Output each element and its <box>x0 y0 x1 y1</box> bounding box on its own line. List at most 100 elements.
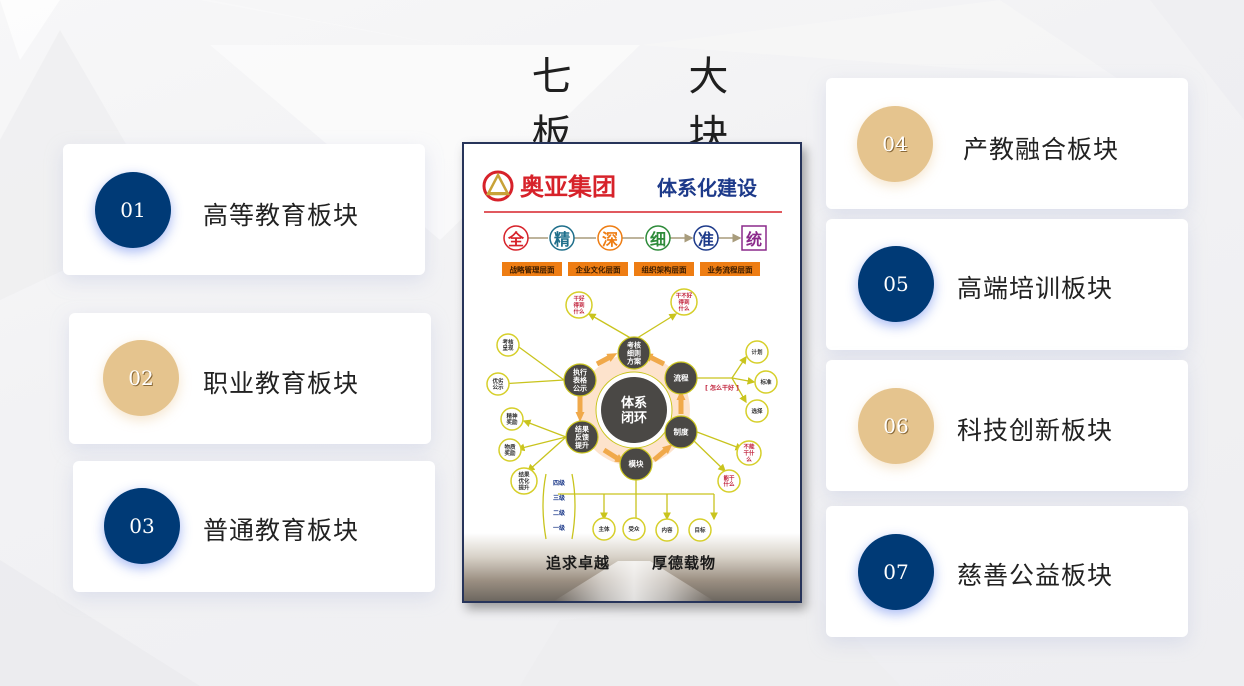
outer-node <box>622 517 646 541</box>
outer-node <box>500 407 524 431</box>
node-label: 表格 <box>572 375 588 384</box>
outer-node <box>745 399 769 423</box>
node-label: 主体 <box>598 525 610 533</box>
outer-node <box>745 340 769 364</box>
section-number-badge: 07 <box>858 534 934 610</box>
connector-line <box>691 438 726 472</box>
section-number-badge: 02 <box>103 340 179 416</box>
outer-node <box>736 440 762 466</box>
node-label: 干好 <box>573 295 585 303</box>
principle-char: 精 <box>554 230 570 249</box>
node-label: 考核 <box>502 338 514 346</box>
poster-closed-loop-diagram: 干好得到什么干不好得到什么考核呈现优劣公示计划标准选择不能干什么能干什么精神奖励… <box>486 288 778 542</box>
section-card-tech-innovation[interactable]: 06 科技创新板块 <box>826 360 1188 491</box>
connector-line <box>731 377 756 385</box>
section-card-general-education[interactable]: 03 普通教育板块 <box>73 461 435 592</box>
principle-circle <box>597 225 623 251</box>
level-tag <box>568 262 628 276</box>
level-tag-label: 组织架构层面 <box>642 265 687 275</box>
how-to-do-well-label: [ 怎么干好 ] <box>705 384 739 392</box>
principle-char: 全 <box>507 230 525 249</box>
connector-line <box>510 341 565 381</box>
ring-arrow-head <box>676 390 686 400</box>
connector-line <box>731 355 747 379</box>
node-label: 结果 <box>518 471 530 479</box>
section-number-badge: 01 <box>95 172 171 248</box>
outer-node <box>565 291 593 319</box>
node-label: 奖励 <box>506 418 518 426</box>
node-label: 优劣 <box>492 377 504 385</box>
node-label: 闭环 <box>621 410 647 426</box>
section-label: 职业教育板块 <box>203 369 360 398</box>
ring-node-process <box>664 361 698 395</box>
section-number-badge: 05 <box>858 246 934 322</box>
node-label: 不能 <box>743 443 755 451</box>
poster-levels: 战略管理层面企业文化层面组织架构层面业务流程层面 <box>502 262 760 276</box>
node-label: 么 <box>746 455 752 463</box>
node-label: 公示 <box>573 385 587 393</box>
node-label: 制度 <box>674 427 689 437</box>
node-label: 提升 <box>574 441 589 450</box>
section-card-higher-education[interactable]: 01 高等教育板块 <box>63 144 425 275</box>
section-card-vocational-education[interactable]: 02 职业教育板块 <box>69 313 431 444</box>
tier-bracket <box>571 473 576 540</box>
node-label: 干不好 <box>676 292 693 300</box>
node-label: 标准 <box>759 378 772 386</box>
connector-line <box>498 379 565 388</box>
node-label: 模块 <box>629 459 644 469</box>
section-number-badge: 06 <box>858 388 934 464</box>
node-label: 能干 <box>723 474 735 482</box>
node-label: 受众 <box>628 525 640 533</box>
section-number-badge: 03 <box>104 488 180 564</box>
level-tag <box>502 262 562 276</box>
section-label: 高端培训板块 <box>957 274 1114 303</box>
poster-slogan-excellence: 追求卓越 <box>546 554 611 572</box>
node-label: 什么 <box>678 304 690 312</box>
principle-circle <box>503 225 529 251</box>
poster-headline: 体系化建设 <box>657 176 757 200</box>
outer-node <box>655 518 679 542</box>
poster-diagram: 奥亚集团 体系化建设 全精深细准统 战略管理层面企业文化层面组织架构层面业务流程… <box>482 170 782 542</box>
group-logo-icon <box>482 170 514 202</box>
outer-node <box>498 438 522 462</box>
section-label: 产教融合板块 <box>963 135 1120 164</box>
outer-node <box>510 467 538 495</box>
ring-arrow-head <box>575 412 585 422</box>
node-label: 细则 <box>627 348 641 357</box>
node-label: 得到 <box>572 301 585 309</box>
outer-node <box>496 333 520 357</box>
node-label: 公示 <box>492 384 504 391</box>
node-label: 呈现 <box>502 344 514 352</box>
poster-principles: 全精深细准统 <box>503 225 767 251</box>
section-card-industry-education[interactable]: 04 产教融合板块 <box>826 78 1188 209</box>
node-label: 方案 <box>627 357 642 366</box>
outer-node <box>486 372 510 396</box>
poster-slogan-virtue: 厚德载物 <box>652 554 717 572</box>
node-label: 结果 <box>574 424 589 433</box>
node-label: 执行 <box>573 367 587 376</box>
section-card-high-end-training[interactable]: 05 高端培训板块 <box>826 219 1188 350</box>
node-label: 奖励 <box>504 449 516 457</box>
section-label: 普通教育板块 <box>203 516 360 545</box>
tier-label: 二级 <box>553 509 565 517</box>
connector-line <box>731 377 747 404</box>
principle-char: 统 <box>746 230 762 249</box>
connector-line <box>516 436 567 452</box>
section-number-badge: 04 <box>857 106 933 182</box>
node-label: 什么 <box>723 480 735 488</box>
principle-circle <box>549 225 575 251</box>
principle-circle <box>693 225 719 251</box>
node-label: 物质 <box>504 443 516 451</box>
connector-line <box>527 436 567 472</box>
outer-node <box>754 370 778 394</box>
node-label: 体系 <box>621 395 647 411</box>
principle-char: 深 <box>602 230 618 249</box>
node-label: 目标 <box>694 526 706 534</box>
section-card-charity[interactable]: 07 慈善公益板块 <box>826 506 1188 637</box>
connector-line <box>696 431 744 451</box>
tier-label: 四级 <box>553 479 565 487</box>
principle-char: 细 <box>650 230 666 249</box>
level-tag <box>634 262 694 276</box>
level-tag <box>700 262 760 276</box>
connector-line <box>587 313 635 341</box>
